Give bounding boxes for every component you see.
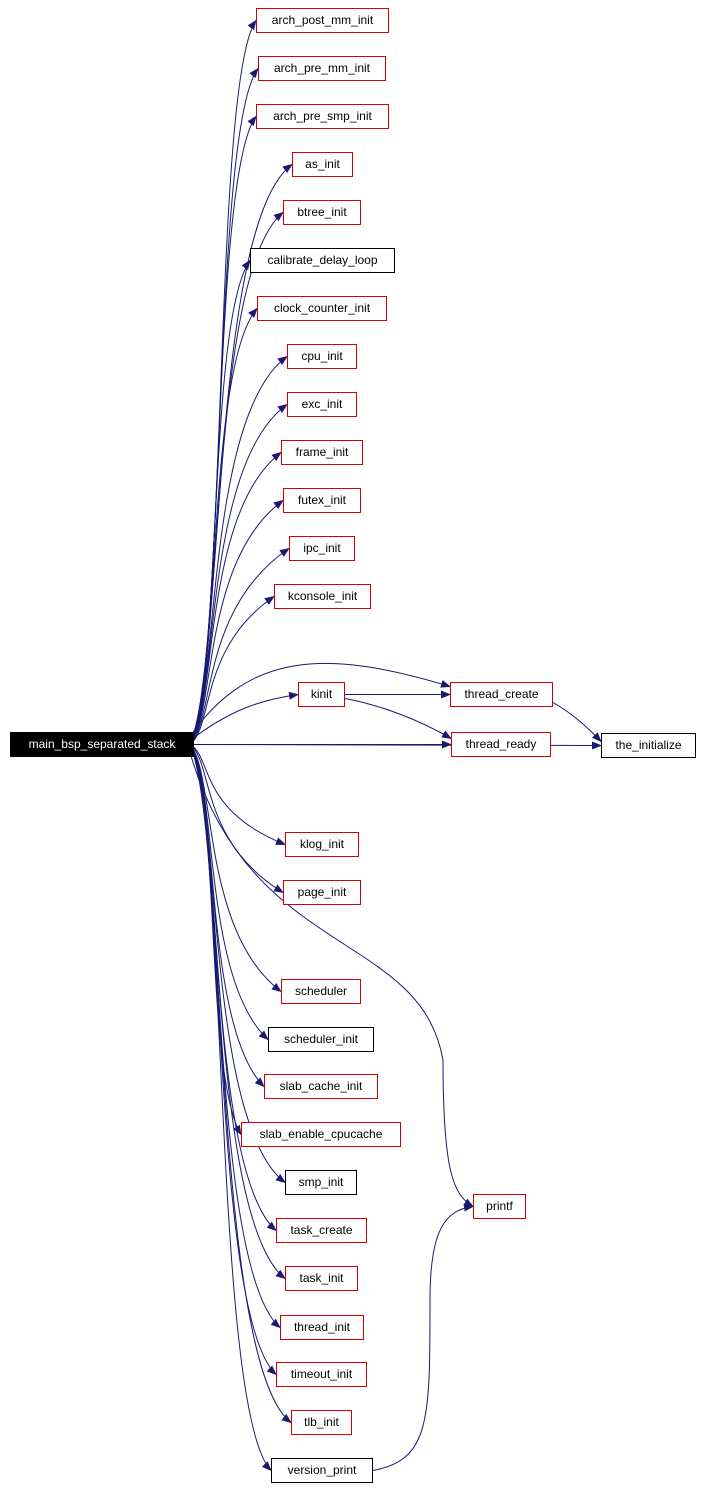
edge-main-bsp-separated-stack-to-slab-cache-init <box>189 744 265 1088</box>
edge-main-bsp-separated-stack-to-klog-init <box>189 744 286 845</box>
edge-main-bsp-separated-stack-to-frame-init <box>189 451 282 745</box>
node-main-bsp-separated-stack: main_bsp_separated_stack <box>10 732 194 757</box>
edge-main-bsp-separated-stack-to-calibrate-delay-loop <box>189 259 251 745</box>
edge-main-bsp-separated-stack-to-clock-counter-init <box>189 307 258 745</box>
edge-main-bsp-separated-stack-to-printf <box>189 752 474 1207</box>
edge-main-bsp-separated-stack-to-kinit <box>189 691 299 741</box>
edge-main-bsp-separated-stack-to-arch-pre-smp-init <box>189 115 257 745</box>
edge-main-bsp-separated-stack-to-thread-create <box>189 662 451 737</box>
node-arch-pre-mm-init[interactable]: arch_pre_mm_init <box>258 56 386 81</box>
node-frame-init[interactable]: frame_init <box>281 440 363 465</box>
edge-main-bsp-separated-stack-to-scheduler <box>189 744 282 993</box>
node-thread-create[interactable]: thread_create <box>450 682 553 707</box>
node-cpu-init[interactable]: cpu_init <box>287 344 357 369</box>
edge-thread-create-to-the-initialize <box>552 702 602 743</box>
node-task-create[interactable]: task_create <box>276 1218 367 1243</box>
edge-main-bsp-separated-stack-to-version-print <box>189 744 272 1472</box>
edge-kinit-to-thread-ready <box>344 698 452 740</box>
node-thread-init[interactable]: thread_init <box>280 1315 364 1340</box>
node-arch-pre-smp-init[interactable]: arch_pre_smp_init <box>256 104 389 129</box>
edge-main-bsp-separated-stack-to-arch-pre-mm-init <box>189 67 259 745</box>
node-scheduler[interactable]: scheduler <box>281 979 361 1004</box>
node-page-init[interactable]: page_init <box>283 880 361 905</box>
edge-main-bsp-separated-stack-to-page-init <box>189 744 284 894</box>
node-exc-init[interactable]: exc_init <box>287 392 357 417</box>
node-btree-init[interactable]: btree_init <box>283 200 361 225</box>
node-calibrate-delay-loop: calibrate_delay_loop <box>250 248 395 273</box>
node-scheduler-init: scheduler_init <box>268 1027 374 1052</box>
edge-main-bsp-separated-stack-to-thread-init <box>189 744 281 1329</box>
node-the-initialize: the_initialize <box>601 733 696 758</box>
edge-main-bsp-separated-stack-to-exc-init <box>189 403 288 745</box>
node-printf[interactable]: printf <box>473 1194 526 1219</box>
node-klog-init[interactable]: klog_init <box>285 832 359 857</box>
node-version-print: version_print <box>271 1458 373 1483</box>
node-futex-init[interactable]: futex_init <box>283 488 361 513</box>
node-slab-cache-init[interactable]: slab_cache_init <box>264 1074 378 1099</box>
node-kconsole-init[interactable]: kconsole_init <box>274 584 371 609</box>
node-tlb-init[interactable]: tlb_init <box>291 1410 352 1435</box>
node-kinit[interactable]: kinit <box>298 682 345 707</box>
edge-version-print-to-printf <box>372 1203 474 1471</box>
node-as-init[interactable]: as_init <box>292 152 353 177</box>
node-slab-enable-cpucache[interactable]: slab_enable_cpucache <box>241 1122 401 1147</box>
edge-main-bsp-separated-stack-to-ipc-init <box>189 547 290 745</box>
edge-main-bsp-separated-stack-to-task-create <box>189 744 277 1232</box>
edge-main-bsp-separated-stack-to-kconsole-init <box>189 595 275 745</box>
edge-main-bsp-separated-stack-to-futex-init <box>189 499 284 745</box>
node-smp-init: smp_init <box>285 1170 357 1195</box>
node-arch-post-mm-init[interactable]: arch_post_mm_init <box>256 8 389 33</box>
edge-main-bsp-separated-stack-to-btree-init <box>189 211 284 745</box>
node-timeout-init[interactable]: timeout_init <box>276 1362 367 1387</box>
node-thread-ready[interactable]: thread_ready <box>451 732 551 757</box>
node-ipc-init[interactable]: ipc_init <box>289 536 355 561</box>
node-task-init[interactable]: task_init <box>285 1266 358 1291</box>
node-clock-counter-init[interactable]: clock_counter_init <box>257 296 387 321</box>
